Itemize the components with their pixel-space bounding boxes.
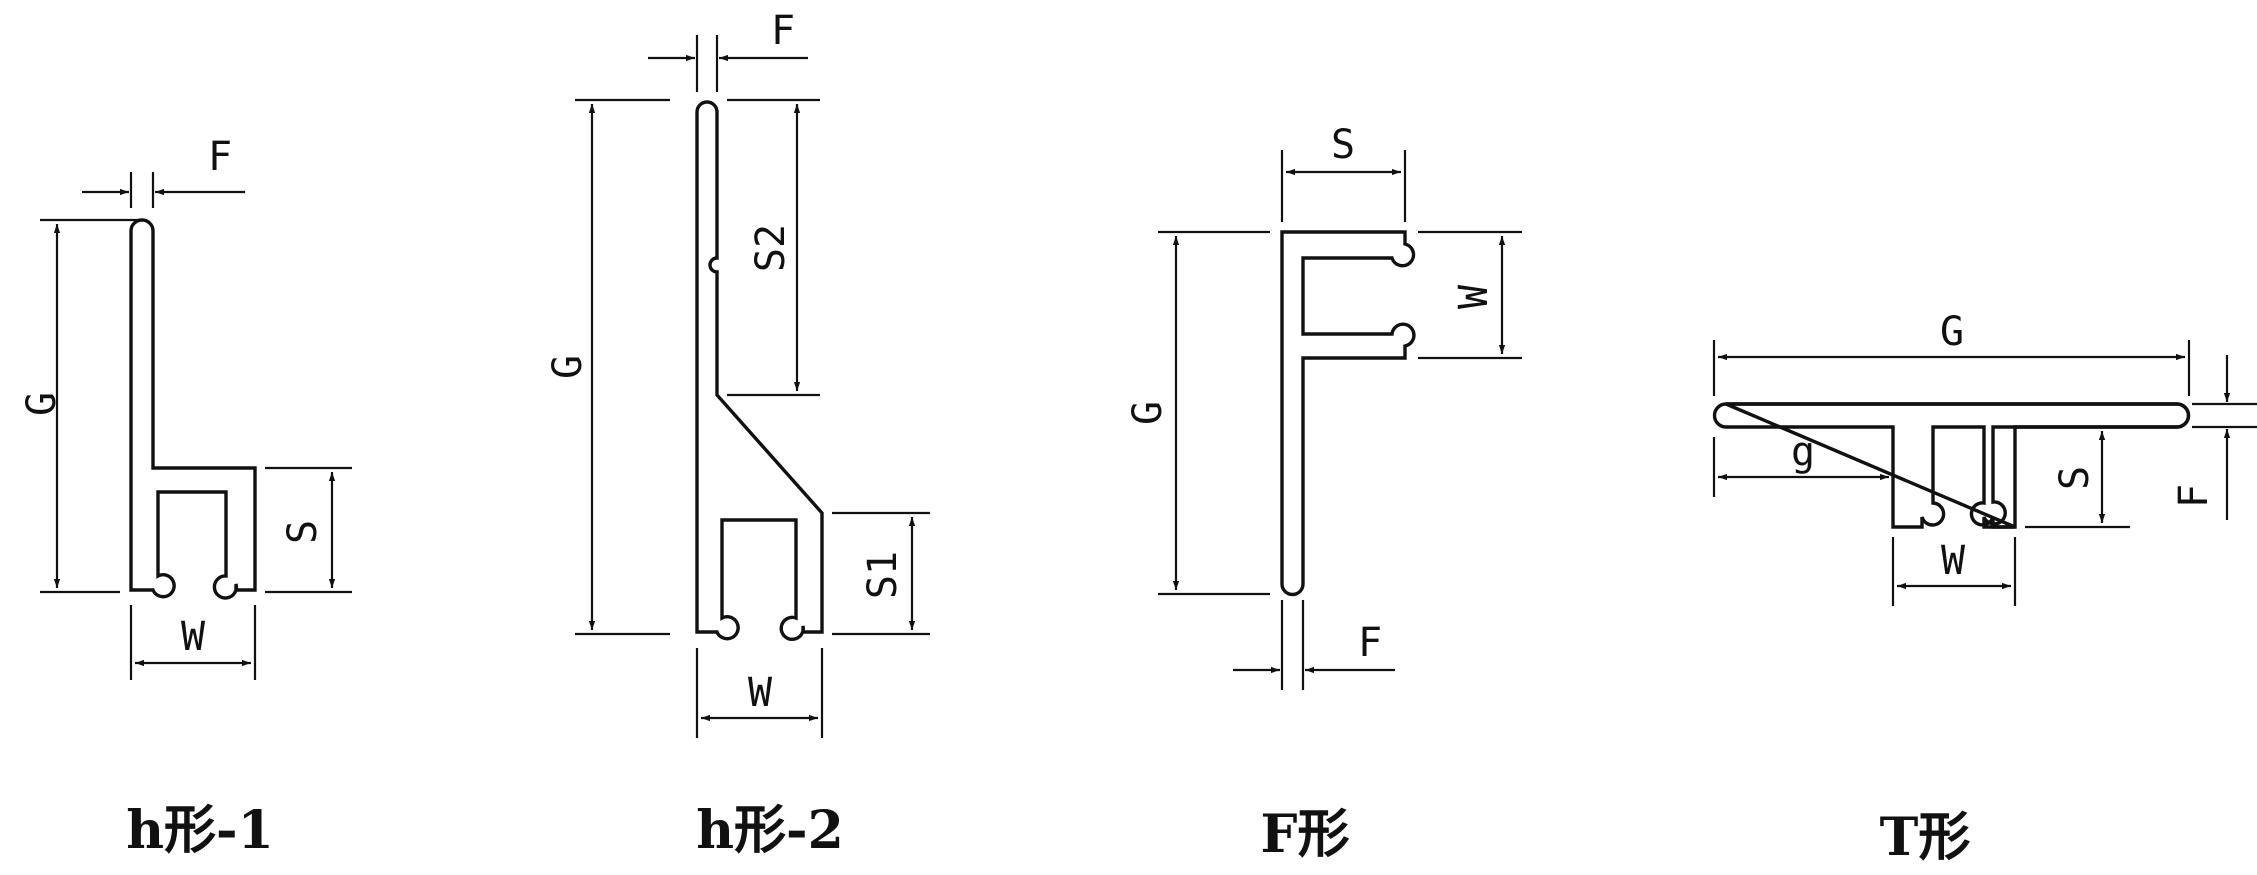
h1-profile-outline (129, 218, 257, 600)
t-w-label: W (1941, 538, 1966, 584)
profile-h1: G F S W h形-1 (19, 134, 352, 861)
f-w-label: W (1451, 284, 1497, 309)
t-g-label: G (1940, 309, 1964, 355)
h2-f-label: F (771, 8, 795, 54)
f-caption: F形 (1261, 804, 1350, 865)
t-caption: T形 (1880, 807, 1971, 868)
f-f-label: F (1358, 620, 1382, 666)
t-s-label: S (2052, 466, 2098, 490)
f-s-label: S (1331, 122, 1355, 168)
profile-t: G g S F W T形 (1712, 309, 2257, 868)
profile-f: G S W F F形 (1125, 122, 1522, 865)
h1-w-label: W (181, 614, 206, 660)
h2-profile-outline (695, 100, 824, 642)
h1-s-label: S (280, 520, 326, 544)
h1-caption: h形-1 (126, 800, 274, 861)
h2-s1-label: S1 (860, 551, 906, 599)
profile-h2: G F S2 S1 W h形-2 (545, 8, 930, 861)
h1-g-label: G (19, 392, 65, 416)
f-profile-outline (1280, 230, 1416, 597)
h2-g-label: G (545, 355, 591, 379)
f-g-label: G (1125, 401, 1171, 425)
t-f-label: F (2171, 484, 2217, 508)
h1-f-label: F (208, 134, 232, 180)
h2-w-label: W (748, 670, 773, 716)
h2-s2-label: S2 (748, 224, 794, 272)
t-profile-body (1712, 402, 2191, 529)
h2-caption: h形-2 (696, 800, 844, 861)
t-g-small-label: g (1791, 429, 1815, 475)
